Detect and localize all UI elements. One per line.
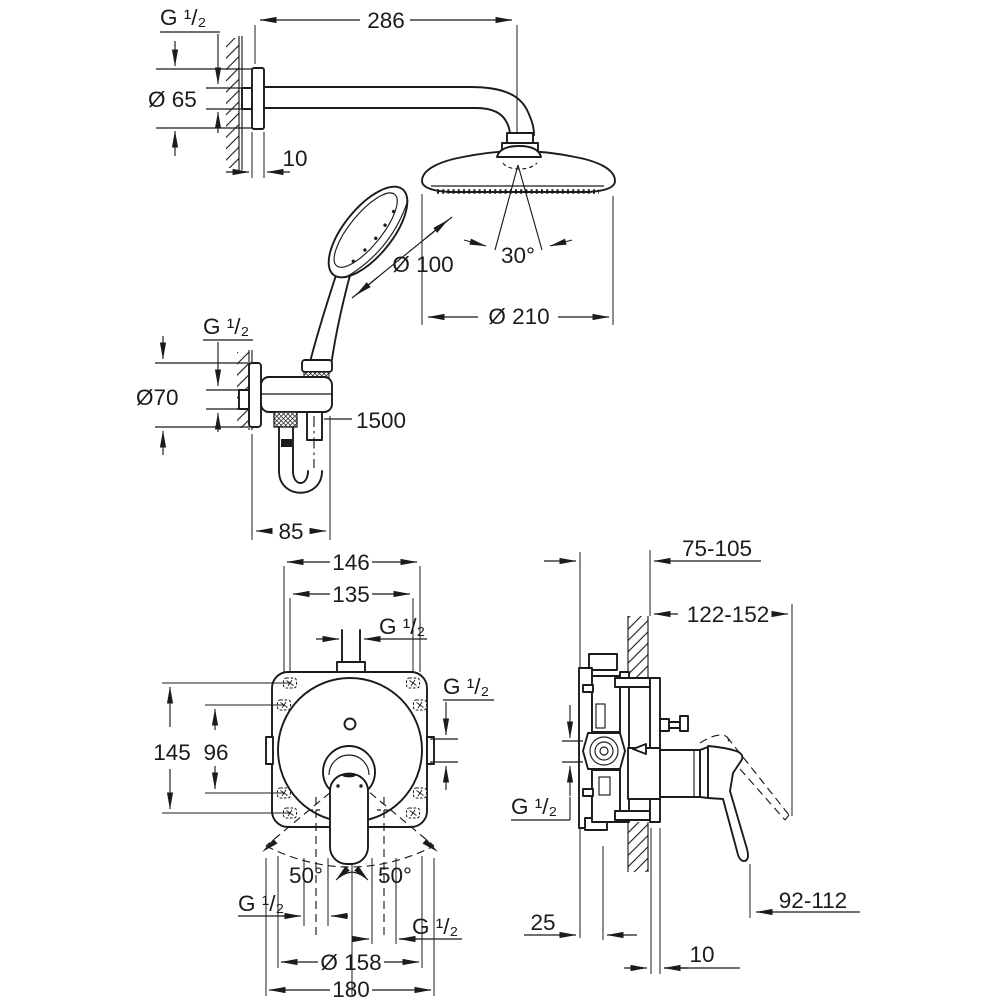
holder-flange [248, 362, 262, 428]
dim-arm-projection: 286 [367, 8, 405, 33]
valve-top-cap [588, 653, 618, 671]
dim-body-depth: 25 [530, 910, 555, 935]
lever-handle-side [707, 745, 749, 862]
mixer-front-view: 146 135 G ¹/₂ [153, 550, 494, 1000]
diverter-knob [659, 718, 670, 732]
wall-hatch [226, 38, 239, 168]
dim-thread-top: G ¹/₂ [160, 5, 206, 30]
dim-flange-depth: 10 [282, 146, 307, 171]
dim-thread-bottom-left: G ¹/₂ [238, 891, 284, 916]
shower-arm [263, 86, 535, 136]
dim-lever-projection: 92-112 [779, 888, 847, 913]
cartridge-housing [659, 749, 701, 798]
hose-connector-knurl [273, 411, 298, 428]
wall-hatch-upper [628, 616, 648, 687]
dim-thread-top: G ¹/₂ [379, 614, 425, 639]
arm-flange [251, 67, 265, 130]
mixer-side-view: 75-105 122-152 G ¹/₂ [511, 536, 860, 974]
dim-thread-inlet: G ¹/₂ [511, 794, 557, 819]
dim-width-outer: 146 [332, 550, 370, 575]
side-port-right [426, 736, 435, 765]
wall-screw-bottom [614, 810, 651, 821]
dim-height-inner: 96 [203, 740, 228, 765]
dim-holder-thread: G ¹/₂ [203, 314, 249, 339]
hose-outlet [278, 426, 294, 472]
dim-width-inner: 135 [332, 582, 370, 607]
supply-stub [238, 389, 250, 410]
head-shower-view: 286 G ¹/₂ Ø 65 10 30° [148, 5, 616, 329]
top-outlet-stub [341, 629, 361, 664]
dim-overall-depth: 122-152 [687, 602, 770, 627]
arm-nut [506, 132, 534, 144]
wall-screw-top [614, 677, 651, 688]
dim-head-diameter: Ø 210 [488, 304, 549, 329]
hand-shower-view: Ø 100 G ¹/₂ Ø70 [136, 185, 454, 544]
dim-hose-length: 1500 [356, 408, 406, 433]
dim-swing-right: 50° [378, 863, 412, 888]
lever-handle-raised [699, 734, 730, 747]
dim-hand-face-diameter: Ø 100 [392, 252, 453, 277]
hand-shower-head [327, 185, 409, 279]
dim-thread-side: G ¹/₂ [443, 674, 489, 699]
dim-height-outer: 145 [153, 740, 191, 765]
shower-head [421, 150, 616, 193]
dim-thread-bottom-right: G ¹/₂ [412, 914, 458, 939]
dim-plate-thickness: 10 [689, 942, 714, 967]
dim-escutcheon-diameter: Ø 158 [320, 950, 381, 975]
dim-swing-left: 50° [289, 863, 323, 888]
hose-loop [278, 470, 323, 494]
dim-spray-angle: 30° [501, 243, 535, 268]
spray-angle-lines [494, 164, 543, 251]
inlet-hex [582, 732, 626, 770]
dim-plate-width: 180 [332, 977, 370, 1000]
side-port-left [265, 736, 274, 765]
supply-stub [241, 87, 253, 110]
cartridge-through-wall [627, 747, 661, 800]
lever-handle [329, 773, 369, 865]
lever-slot [342, 772, 356, 778]
wall-hatch-lower [628, 822, 648, 872]
temperature-pin [343, 717, 357, 731]
wall-lines [627, 616, 649, 872]
dim-installation-depth: 75-105 [682, 536, 752, 561]
dim-outlet-offset: 85 [278, 519, 303, 544]
dim-holder-flange-diameter: Ø70 [136, 385, 179, 410]
dim-flange-diameter: Ø 65 [148, 87, 197, 112]
